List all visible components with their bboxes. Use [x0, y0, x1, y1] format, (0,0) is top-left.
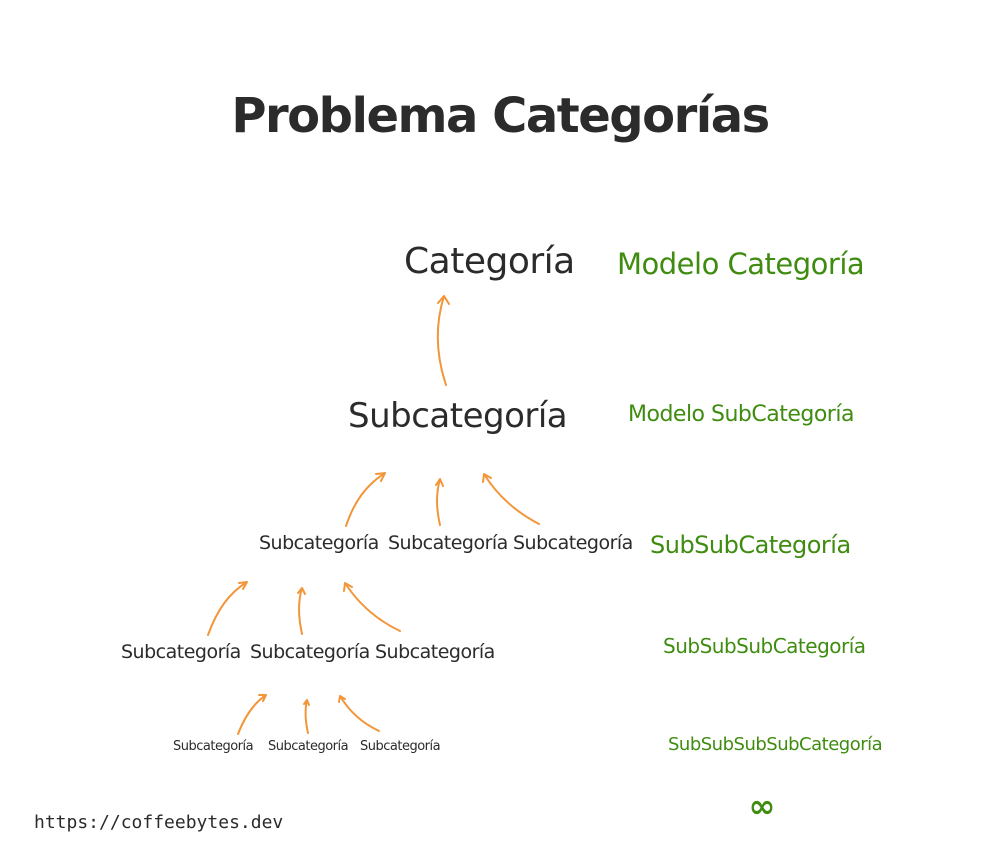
model-subsubsubcategoria-label: SubSubSubCategoría — [663, 634, 866, 658]
infinity-icon: ∞ — [748, 787, 776, 825]
model-subsubsubsubcategoria-label: SubSubSubSubCategoría — [668, 734, 883, 755]
model-subcategoria-label: Modelo SubCategoría — [628, 402, 854, 427]
arrow-level5-2 — [303, 699, 310, 734]
level4-node-2: Subcategoría — [250, 641, 370, 663]
footer-url: https://coffeebytes.dev — [34, 812, 284, 833]
level5-node-2: Subcategoría — [268, 739, 349, 754]
arrow-level4-2 — [297, 587, 306, 635]
level5-node-1: Subcategoría — [173, 739, 254, 754]
subcategory-main-label: Subcategoría — [348, 396, 568, 436]
arrow-level4-1 — [207, 581, 248, 636]
level3-node-1: Subcategoría — [259, 532, 379, 554]
arrow-level4-3 — [343, 582, 401, 632]
arrow-level2-to-root — [436, 295, 450, 386]
level4-node-3: Subcategoría — [375, 641, 495, 663]
root-category-label: Categoría — [404, 241, 575, 282]
arrow-level3-1 — [345, 472, 386, 527]
arrow-level3-3 — [482, 473, 540, 525]
model-subsubcategoria-label: SubSubCategoría — [650, 531, 851, 559]
arrow-level5-1 — [237, 694, 267, 735]
arrow-level5-3 — [338, 695, 380, 732]
arrow-level3-2 — [435, 478, 444, 526]
model-categoria-label: Modelo Categoría — [617, 247, 865, 281]
level5-node-3: Subcategoría — [360, 739, 441, 754]
page-title: Problema Categorías — [231, 88, 770, 144]
level3-node-2: Subcategoría — [388, 532, 508, 554]
level3-node-3: Subcategoría — [513, 532, 633, 554]
level4-node-1: Subcategoría — [121, 641, 241, 663]
